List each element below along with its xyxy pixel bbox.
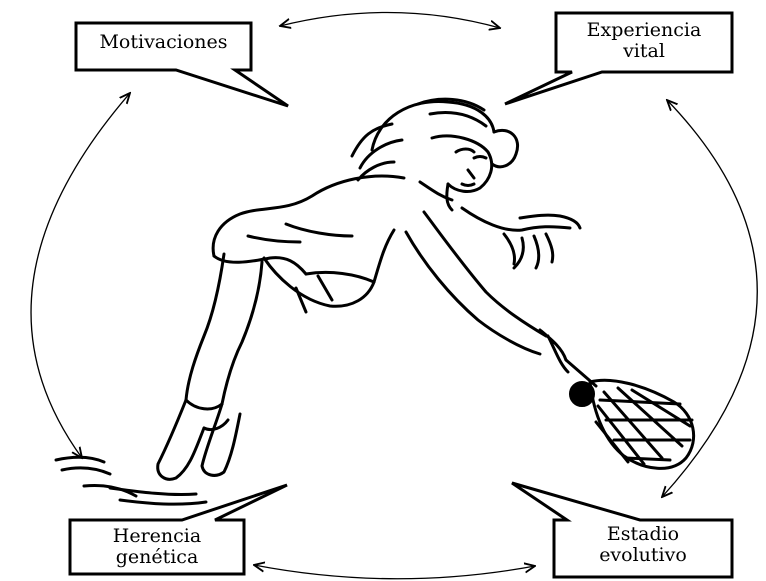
- label-estadio-line2: evolutivo: [554, 545, 732, 566]
- label-herencia-line1: Herencia: [70, 526, 244, 547]
- label-herencia-genetica: Herencia genética: [70, 526, 244, 568]
- arrow-bottom: [254, 565, 535, 579]
- label-experiencia-line1: Experiencia: [556, 20, 732, 41]
- label-experiencia-vital: Experiencia vital: [556, 20, 732, 62]
- label-estadio-line1: Estadio: [554, 524, 732, 545]
- arrow-top: [280, 12, 500, 28]
- label-motivaciones: Motivaciones: [76, 32, 251, 53]
- tennis-player-illustration: [56, 99, 694, 504]
- label-experiencia-line2: vital: [556, 41, 732, 62]
- arrow-left: [31, 93, 130, 458]
- label-estadio-evolutivo: Estadio evolutivo: [554, 524, 732, 566]
- label-motivaciones-line1: Motivaciones: [76, 32, 251, 53]
- arrow-right: [662, 100, 757, 497]
- label-herencia-line2: genética: [70, 547, 244, 568]
